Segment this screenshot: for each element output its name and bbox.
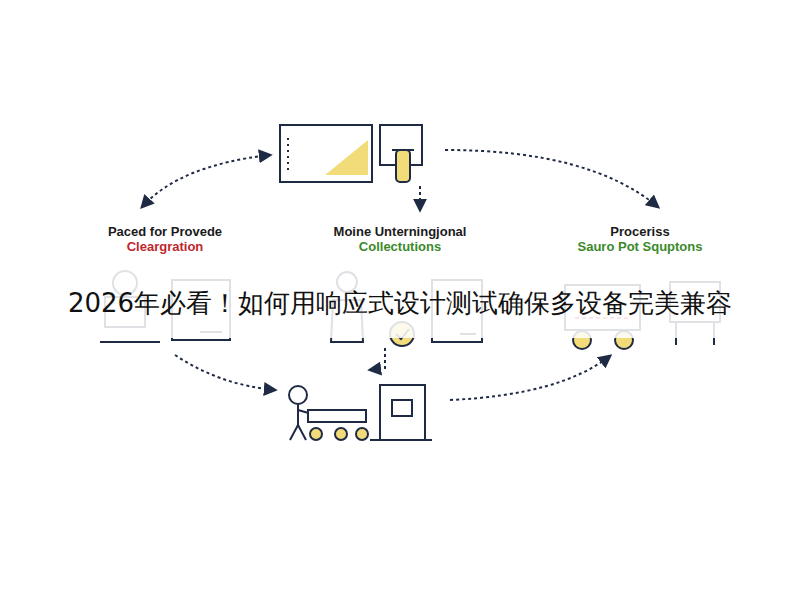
cycle-arrow <box>370 348 385 370</box>
cycle-arrow <box>450 356 610 400</box>
cycle-arrow <box>419 186 421 210</box>
step-heading: Moine Unterningjonal <box>334 224 467 239</box>
step-heading: Paced for Provede <box>108 224 222 239</box>
screen-icon <box>280 125 372 182</box>
step-subheading: Sauro Pot Squptons <box>578 239 703 254</box>
title-banner: 2026年必看！如何用响应式设计测试确保多设备完美兼容 <box>0 286 800 320</box>
cycle-arrow <box>445 150 658 207</box>
cycle-arrow <box>175 355 275 390</box>
step-subheading: Collectutions <box>359 239 441 254</box>
worker-figure <box>289 386 307 404</box>
title-band <box>0 268 800 338</box>
step-heading: Proceriss <box>610 224 669 239</box>
step-subheading: Cleargration <box>127 239 204 254</box>
cart-icon <box>308 410 366 422</box>
cycle-arrow <box>142 155 270 207</box>
cabinet-icon <box>380 385 425 440</box>
